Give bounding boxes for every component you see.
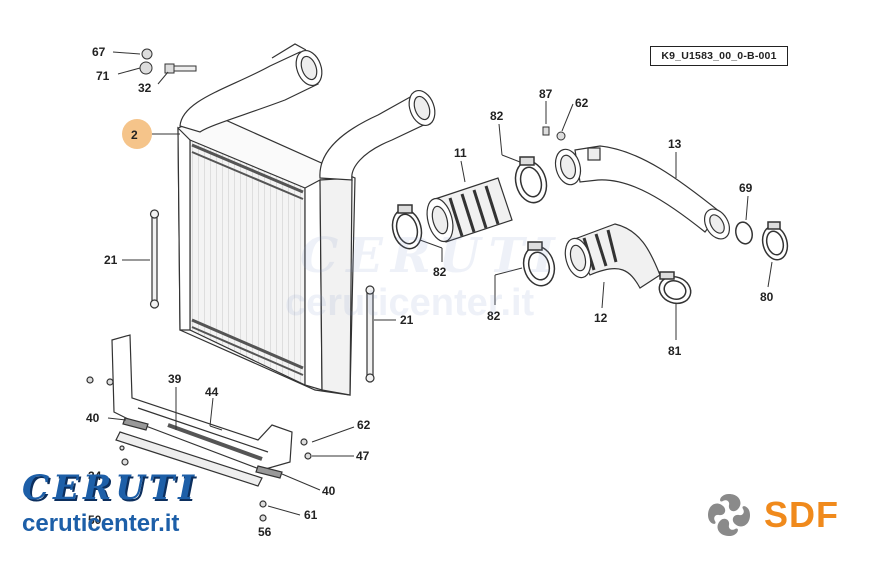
callout-13: 13	[668, 137, 682, 151]
callout-67: 67	[92, 45, 106, 59]
ceruti-url[interactable]: ceruticenter.it	[22, 510, 180, 537]
ceruti-logo: CERUTI	[22, 468, 199, 508]
gas-strut-left	[149, 209, 160, 309]
lower-bracket	[86, 334, 312, 522]
hose-12	[564, 223, 661, 289]
clamp-81	[658, 271, 692, 305]
clamp-82-top	[514, 156, 548, 204]
pipe-13	[554, 145, 731, 240]
callout-21-left: 21	[104, 253, 118, 267]
sdf-swirl-icon	[708, 494, 750, 536]
callout-40-right: 40	[322, 484, 336, 498]
intercooler-inlet-pipe	[179, 43, 323, 133]
clamp-80	[761, 221, 789, 261]
callout-62-bottom: 62	[357, 418, 371, 432]
highlight-marker	[122, 119, 152, 149]
callout-12: 12	[594, 311, 608, 325]
callout-47: 47	[356, 449, 370, 463]
callout-82-top: 82	[490, 109, 504, 123]
clamp-82-mid	[522, 241, 556, 287]
sdf-wordmark: SDF	[764, 494, 839, 535]
hose-11	[426, 177, 513, 243]
callout-50: 50	[88, 513, 102, 527]
callout-87: 87	[539, 87, 553, 101]
callout-80: 80	[760, 290, 774, 304]
ceruti-brand[interactable]: CERUTI ceruticenter.it	[22, 470, 262, 538]
callout-44: 44	[205, 385, 219, 399]
callout-82-mid: 82	[487, 309, 501, 323]
callout-61: 61	[304, 508, 318, 522]
watermark-brand: CERUTI	[300, 228, 563, 284]
o-ring-69	[735, 221, 753, 245]
callout-2: 2	[131, 128, 138, 142]
bolt-hardware	[139, 48, 197, 75]
diagram-code: K9_U1583_00_0-B-001	[650, 46, 788, 66]
clamp-82-left	[391, 204, 423, 250]
callout-40-left: 40	[86, 411, 100, 425]
callout-56: 56	[258, 525, 272, 539]
intercooler-outlet-pipe	[319, 89, 436, 181]
callout-34: 34	[88, 469, 102, 483]
leader-lines	[107, 51, 773, 516]
sdf-logo: SDF	[704, 490, 854, 540]
callout-81: 81	[668, 344, 682, 358]
callout-39: 39	[168, 372, 182, 386]
callout-21-right: 21	[400, 313, 414, 327]
callout-32: 32	[138, 81, 152, 95]
callout-82-left: 82	[433, 265, 447, 279]
callout-62-top: 62	[575, 96, 589, 110]
callout-11: 11	[454, 146, 467, 160]
callout-labels: 67 71 32 2 87 62 82 11 13 69 82 82 12 80…	[86, 45, 774, 539]
gas-strut-right	[365, 285, 375, 383]
callout-71: 71	[96, 69, 110, 83]
bolt-87	[542, 126, 566, 141]
watermark-url: ceruticenter.it	[285, 282, 535, 324]
callout-69: 69	[739, 181, 753, 195]
